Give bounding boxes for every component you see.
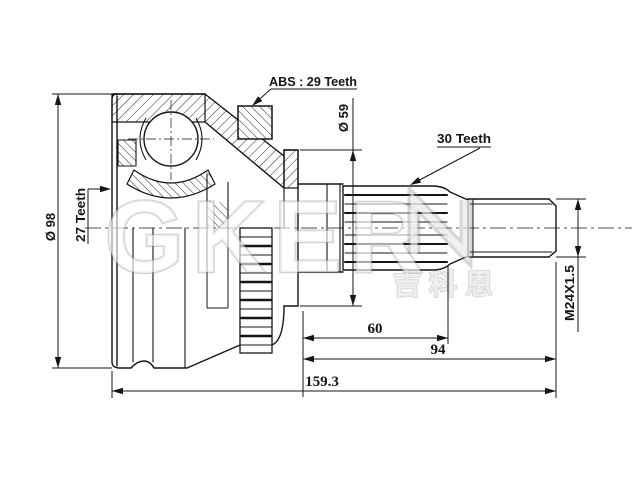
dimension-arrows — [54, 94, 582, 395]
dim-94: 94 — [431, 342, 447, 358]
watermark-cjk: 吉科恩 — [393, 269, 501, 300]
abs-ring — [237, 105, 273, 354]
stub-shaft — [297, 183, 557, 273]
label-abs-teeth: ABS : 29 Teeth — [269, 74, 357, 89]
ball-bearing-assembly — [126, 100, 229, 309]
label-27-teeth: 27 Teeth — [73, 188, 88, 242]
spline-teeth-lines — [344, 194, 448, 263]
dim-60: 60 — [368, 321, 383, 337]
label-30-teeth: 30 Teeth — [437, 131, 491, 146]
watermark: GKER 吉科恩 — [103, 179, 501, 301]
dim-159-3: 159.3 — [305, 374, 339, 390]
cage-left — [139, 117, 147, 161]
inner-race — [126, 169, 216, 199]
watermark-brand: GKER — [105, 180, 432, 294]
annotations: ABS : 29 Teeth 30 Teeth 27 Teeth Ø 98 Ø … — [43, 74, 577, 390]
label-thread-spec: M24X1.5 — [562, 265, 577, 321]
label-dia-59: Ø 59 — [336, 104, 351, 132]
label-dia-98: Ø 98 — [43, 213, 58, 241]
dimension-lines — [52, 88, 586, 398]
